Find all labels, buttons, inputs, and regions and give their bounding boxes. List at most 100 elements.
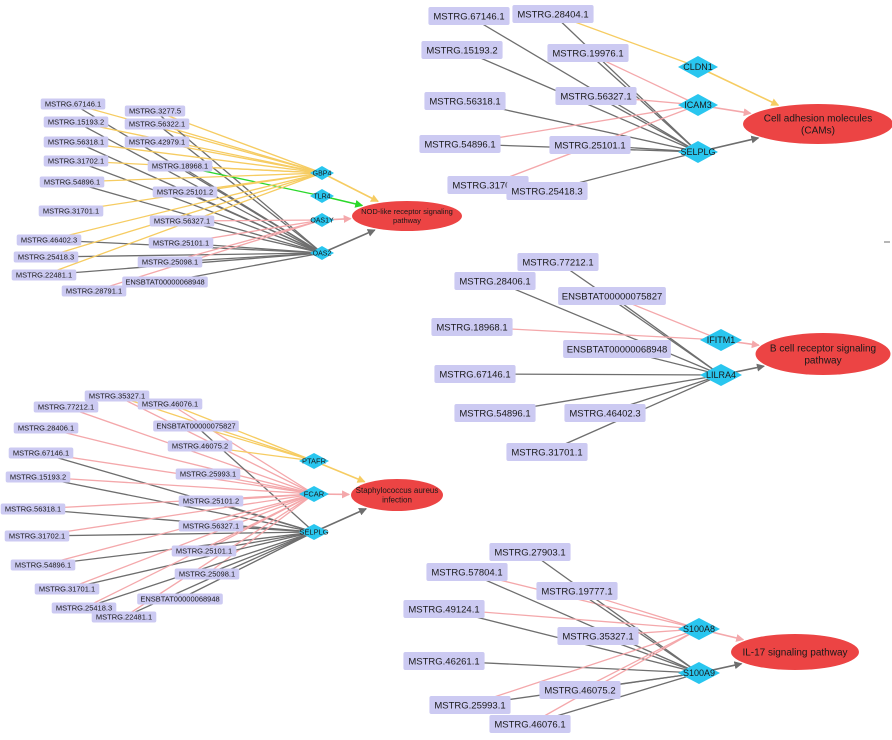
edge-l15-to-oas2 [45, 252, 323, 258]
lncrna-node[interactable]: MSTRG.25418.3 [13, 251, 79, 263]
lncrna-node[interactable]: MSTRG.25101.1 [549, 136, 631, 154]
gene-label: CLDN1 [683, 62, 713, 72]
lncrna-node[interactable]: ENSBTAT00000068948 [137, 593, 223, 605]
lncrna-node[interactable]: ENSBTAT00000075827 [558, 287, 666, 305]
lncrna-label: MSTRG.42979.1 [129, 138, 185, 147]
lncrna-node[interactable]: MSTRG.25098.1 [174, 568, 240, 580]
gene-node-gbp4[interactable]: GBP4 [310, 166, 334, 180]
gene-node-selplg[interactable]: SELPLG [299, 524, 329, 540]
lncrna-label: MSTRG.15193.2 [426, 45, 497, 56]
lncrna-label: MSTRG.56327.1 [560, 91, 631, 102]
lncrna-node[interactable]: MSTRG.31701.1 [34, 583, 100, 595]
lncrna-node[interactable]: MSTRG.25418.3 [51, 602, 117, 614]
lncrna-node[interactable]: MSTRG.31702.1 [4, 530, 70, 542]
lncrna-node-box [424, 92, 506, 110]
lncrna-node[interactable]: MSTRG.56327.1 [149, 215, 215, 227]
pathway-node-il17[interactable]: IL-17 signaling pathway [731, 634, 859, 670]
gene-node-fcar[interactable]: FCAR [299, 486, 329, 502]
lncrna-node[interactable]: MSTRG.56322.1 [124, 118, 190, 130]
lncrna-node[interactable]: MSTRG.46261.1 [403, 652, 485, 670]
lncrna-node[interactable]: MSTRG.46075.2 [539, 681, 621, 699]
lncrna-node[interactable]: MSTRG.77212.1 [33, 401, 99, 413]
lncrna-node[interactable]: MSTRG.3277.5 [124, 105, 186, 117]
lncrna-node[interactable]: MSTRG.67146.1 [8, 447, 74, 459]
lncrna-node[interactable]: MSTRG.46076.1 [489, 715, 571, 733]
lncrna-node[interactable]: MSTRG.28404.1 [512, 5, 594, 23]
gene-node-oas2[interactable]: OAS2 [310, 246, 334, 260]
edge-l17-to-selplg [66, 531, 315, 590]
lncrna-node[interactable]: MSTRG.49124.1 [403, 600, 485, 618]
lncrna-node[interactable]: MSTRG.35327.1 [84, 390, 150, 402]
lncrna-node-box [124, 136, 190, 148]
lncrna-node[interactable]: MSTRG.54896.1 [419, 135, 501, 153]
gene-node-ptafr[interactable]: PTAFR [299, 453, 329, 469]
lncrna-node[interactable]: ENSBTAT00000068948 [563, 340, 671, 358]
lncrna-node[interactable]: MSTRG.15193.2 [421, 41, 503, 59]
lncrna-node[interactable]: MSTRG.27903.1 [489, 543, 571, 561]
lncrna-node[interactable]: MSTRG.54896.1 [39, 176, 105, 188]
gene-node-lilra4[interactable]: LILRA4 [700, 364, 742, 386]
lncrna-node[interactable]: MSTRG.56327.1 [178, 520, 244, 532]
lncrna-label: MSTRG.27903.1 [494, 547, 565, 558]
lncrna-node[interactable]: MSTRG.46402.3 [564, 404, 646, 422]
lncrna-node[interactable]: MSTRG.77212.1 [517, 253, 599, 271]
lncrna-node[interactable]: MSTRG.18968.1 [147, 160, 213, 172]
lncrna-node[interactable]: MSTRG.67146.1 [428, 7, 510, 25]
gene-node-s100a8[interactable]: S100A8 [678, 618, 720, 640]
edge-l16-to-oas1y [169, 219, 323, 263]
lncrna-node[interactable]: MSTRG.54896.1 [454, 404, 536, 422]
lncrna-node[interactable]: MSTRG.67146.1 [434, 365, 516, 383]
lncrna-node[interactable]: MSTRG.31702.1 [43, 155, 109, 167]
lncrna-node[interactable]: MSTRG.56318.1 [43, 136, 109, 148]
lncrna-node[interactable]: MSTRG.25101.2 [178, 495, 244, 507]
lncrna-node[interactable]: ENSBTAT00000068948 [122, 276, 208, 288]
pathway-label: NOD-like receptor signaling [361, 207, 453, 216]
lncrna-node[interactable]: MSTRG.25418.3 [506, 182, 588, 200]
lncrna-label: MSTRG.31702.1 [48, 157, 104, 166]
lncrna-node[interactable]: ENSBTAT00000075827 [153, 420, 239, 432]
lncrna-node[interactable]: MSTRG.31701.1 [38, 205, 104, 217]
lncrna-node[interactable]: MSTRG.15193.2 [5, 471, 71, 483]
lncrna-node[interactable]: MSTRG.28791.1 [61, 285, 127, 297]
lncrna-node[interactable]: MSTRG.35327.1 [557, 627, 639, 645]
lncrna-node[interactable]: MSTRG.31701.1 [506, 443, 588, 461]
lncrna-node[interactable]: MSTRG.28406.1 [454, 272, 536, 290]
gene-node-s100a9[interactable]: S100A9 [678, 662, 720, 684]
lncrna-node[interactable]: MSTRG.28406.1 [13, 422, 79, 434]
lncrna-node[interactable]: MSTRG.54896.1 [10, 559, 76, 571]
gene-node-selplg[interactable]: SELPLG [678, 141, 718, 163]
lncrna-node[interactable]: MSTRG.46076.1 [137, 398, 203, 410]
lncrna-node[interactable]: MSTRG.56318.1 [0, 503, 66, 515]
lncrna-node[interactable]: MSTRG.25101.2 [152, 186, 218, 198]
gene-node-cldn1[interactable]: CLDN1 [678, 56, 718, 78]
lncrna-node[interactable]: MSTRG.46075.2 [167, 440, 233, 452]
lncrna-node[interactable]: MSTRG.56327.1 [555, 87, 637, 105]
gene-node-icam3[interactable]: ICAM3 [678, 94, 718, 116]
edge-l4-to-ifitm1 [471, 326, 722, 341]
lncrna-node[interactable]: MSTRG.25098.1 [137, 256, 203, 268]
lncrna-node[interactable]: MSTRG.46402.3 [16, 234, 82, 246]
lncrna-label: MSTRG.54896.1 [459, 408, 530, 419]
lncrna-node-box [506, 182, 588, 200]
lncrna-node[interactable]: MSTRG.57804.1 [426, 563, 508, 581]
gene-node-tlr4[interactable]: TLR4 [310, 189, 334, 203]
lncrna-node[interactable]: MSTRG.18968.1 [431, 318, 513, 336]
lncrna-node[interactable]: MSTRG.67146.1 [40, 98, 106, 110]
lncrna-node[interactable]: MSTRG.56318.1 [424, 92, 506, 110]
pathway-node-cam[interactable]: Cell adhesion molecules(CAMs) [743, 104, 892, 144]
lncrna-node[interactable]: MSTRG.15193.2 [43, 116, 109, 128]
gene-node-oas1y[interactable]: OAS1Y [310, 213, 334, 227]
lncrna-node[interactable]: MSTRG.19777.1 [536, 582, 618, 600]
lncrna-node[interactable]: MSTRG.25993.1 [175, 468, 241, 480]
lncrna-node[interactable]: MSTRG.22481.1 [91, 611, 157, 623]
lncrna-node[interactable]: MSTRG.19976.1 [547, 44, 629, 62]
gene-node-ifitm1[interactable]: IFITM1 [700, 329, 742, 351]
lncrna-node[interactable]: MSTRG.25993.1 [429, 696, 511, 714]
lncrna-node[interactable]: MSTRG.25101.1 [171, 545, 237, 557]
lncrna-node[interactable]: MSTRG.42979.1 [124, 136, 190, 148]
lncrna-node[interactable]: MSTRG.25101.1 [148, 237, 214, 249]
lncrna-node[interactable]: MSTRG.22481.1 [11, 269, 77, 281]
